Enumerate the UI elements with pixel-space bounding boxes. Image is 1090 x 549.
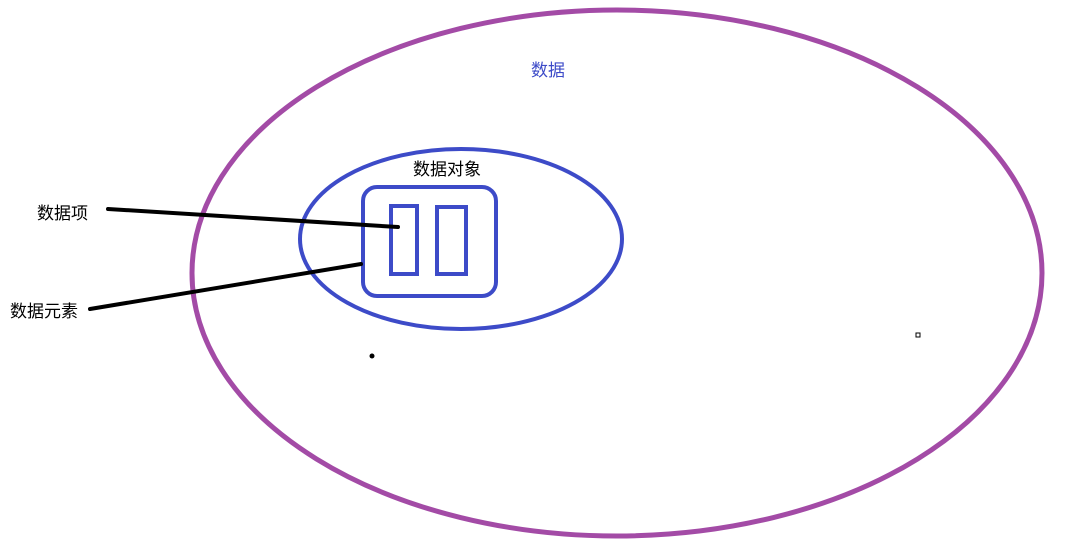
element-label: 数据元素 — [10, 302, 78, 322]
data-object-ellipse — [298, 147, 624, 331]
data-outer-ellipse — [189, 7, 1045, 539]
data-item-rect-right — [435, 205, 468, 276]
data-element-leader-line — [88, 262, 363, 311]
stray-dot — [369, 353, 375, 359]
data-element-box — [361, 185, 498, 298]
data-item-rect-left — [389, 204, 419, 276]
stray-square — [915, 332, 921, 338]
outer-label: 数据 — [531, 61, 565, 81]
object-label: 数据对象 — [413, 160, 481, 180]
item-label: 数据项 — [37, 204, 88, 224]
data-item-leader-line — [106, 207, 400, 229]
